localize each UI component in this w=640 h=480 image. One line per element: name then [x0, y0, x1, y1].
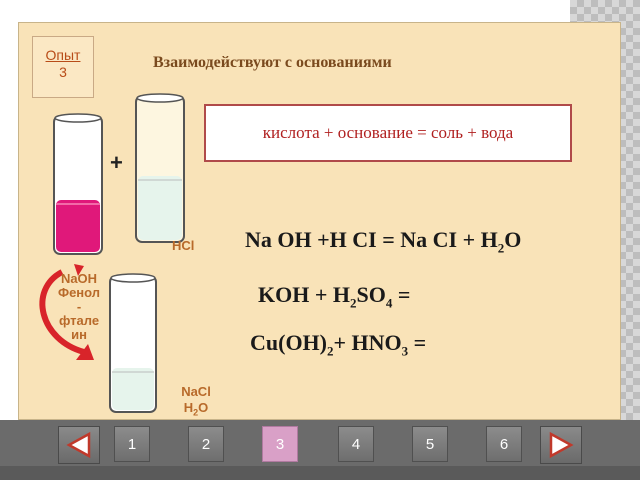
page-2-button[interactable]: 2	[188, 426, 224, 462]
word-equation: кислота + основание = соль + вода	[262, 123, 514, 142]
curved-arrow-icon	[39, 264, 94, 360]
naoh-label-line: фтале	[58, 313, 100, 328]
page-5-button[interactable]: 5	[412, 426, 448, 462]
equation-3: Cu(OH)2+ HNO3 =	[250, 330, 427, 359]
hcl-label: HCl	[172, 238, 195, 253]
result-beaker	[109, 273, 157, 413]
products-label: NaCl H2O	[176, 384, 216, 421]
plus-sign: +	[110, 150, 123, 175]
slide-title: Взаимодействуют с основаниями	[153, 54, 392, 71]
bottom-bar	[0, 420, 640, 480]
equation-1: Na OH +H CI = Na CI + H2O	[245, 227, 522, 256]
experiment-box: Опыт 3	[32, 36, 94, 98]
naoh-label-line: ин	[71, 327, 87, 342]
nacl-label: NaCl	[181, 384, 211, 399]
page-4-button[interactable]: 4	[338, 426, 374, 462]
word-equation-box: кислота + основание = соль + вода	[204, 104, 572, 162]
next-button[interactable]	[540, 426, 582, 464]
page-3-button[interactable]: 3	[262, 426, 298, 462]
water-label: H2O	[183, 400, 209, 418]
naoh-liquid	[56, 200, 100, 252]
naoh-label-line: NaOH	[60, 271, 98, 286]
naoh-label: NaOH Фенол - фтале ин	[44, 272, 114, 342]
right-triangle-icon	[549, 431, 574, 459]
hcl-beaker	[135, 93, 185, 243]
left-triangle-icon	[66, 431, 91, 459]
equation-2: KOH + H2SO4 =	[258, 282, 411, 311]
prev-button[interactable]	[58, 426, 100, 464]
naoh-label-line: Фенол	[57, 285, 101, 300]
hcl-liquid	[138, 176, 182, 240]
experiment-number: 3	[59, 64, 67, 80]
naoh-label-line: -	[76, 299, 82, 314]
experiment-label: Опыт	[45, 47, 81, 63]
page-1-button[interactable]: 1	[114, 426, 150, 462]
page-6-button[interactable]: 6	[486, 426, 522, 462]
result-liquid	[112, 368, 154, 410]
naoh-beaker	[53, 113, 103, 255]
